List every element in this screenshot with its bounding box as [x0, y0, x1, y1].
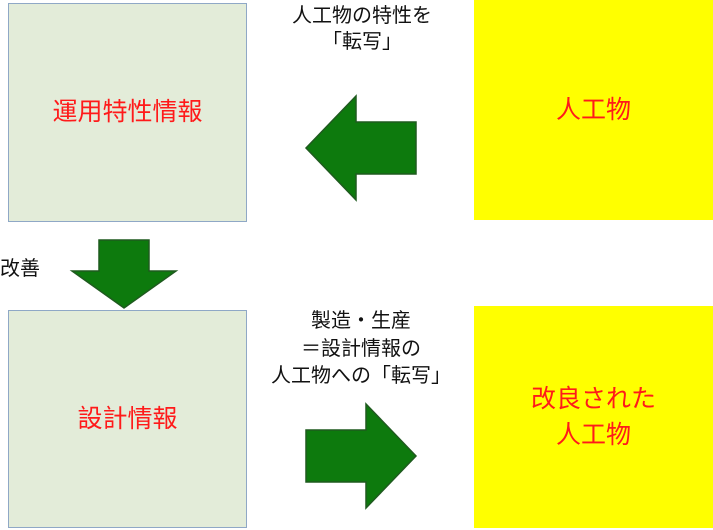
transfer-left-arrow — [304, 94, 417, 202]
operational-info-box: 運用特性情報 — [8, 3, 247, 222]
bottom-caption: 製造・生産 ＝設計情報の 人工物への「転写」 — [250, 307, 472, 390]
artifact-box: 人工物 — [474, 0, 713, 220]
improve-label: 改善 — [0, 256, 40, 280]
top-caption-line-1: 人工物の特性を — [292, 3, 432, 27]
manufacture-right-arrow-shape — [305, 402, 418, 510]
manufacture-right-arrow — [305, 402, 418, 510]
artifact-label: 人工物 — [555, 94, 631, 124]
bottom-caption-line-1: 製造・生産 — [311, 308, 411, 332]
operational-info-label: 運用特性情報 — [52, 97, 203, 127]
improved-artifact-line-2: 人工物 — [555, 420, 631, 449]
transfer-left-arrow-shape — [304, 94, 417, 202]
improve-down-arrow-shape — [69, 239, 179, 309]
top-caption: 人工物の特性を 「転写」 — [262, 2, 462, 54]
top-caption-line-2: 「転写」 — [322, 29, 402, 53]
design-info-label: 設計情報 — [77, 403, 178, 433]
bottom-caption-line-3: 人工物への「転写」 — [271, 363, 451, 388]
bottom-caption-line-2: ＝設計情報の — [301, 335, 421, 360]
improved-artifact-line-1: 改良された — [530, 383, 656, 413]
design-info-box: 設計情報 — [8, 310, 247, 528]
improved-artifact-box: 改良された 人工物 — [474, 306, 713, 528]
improve-down-arrow — [69, 239, 179, 309]
